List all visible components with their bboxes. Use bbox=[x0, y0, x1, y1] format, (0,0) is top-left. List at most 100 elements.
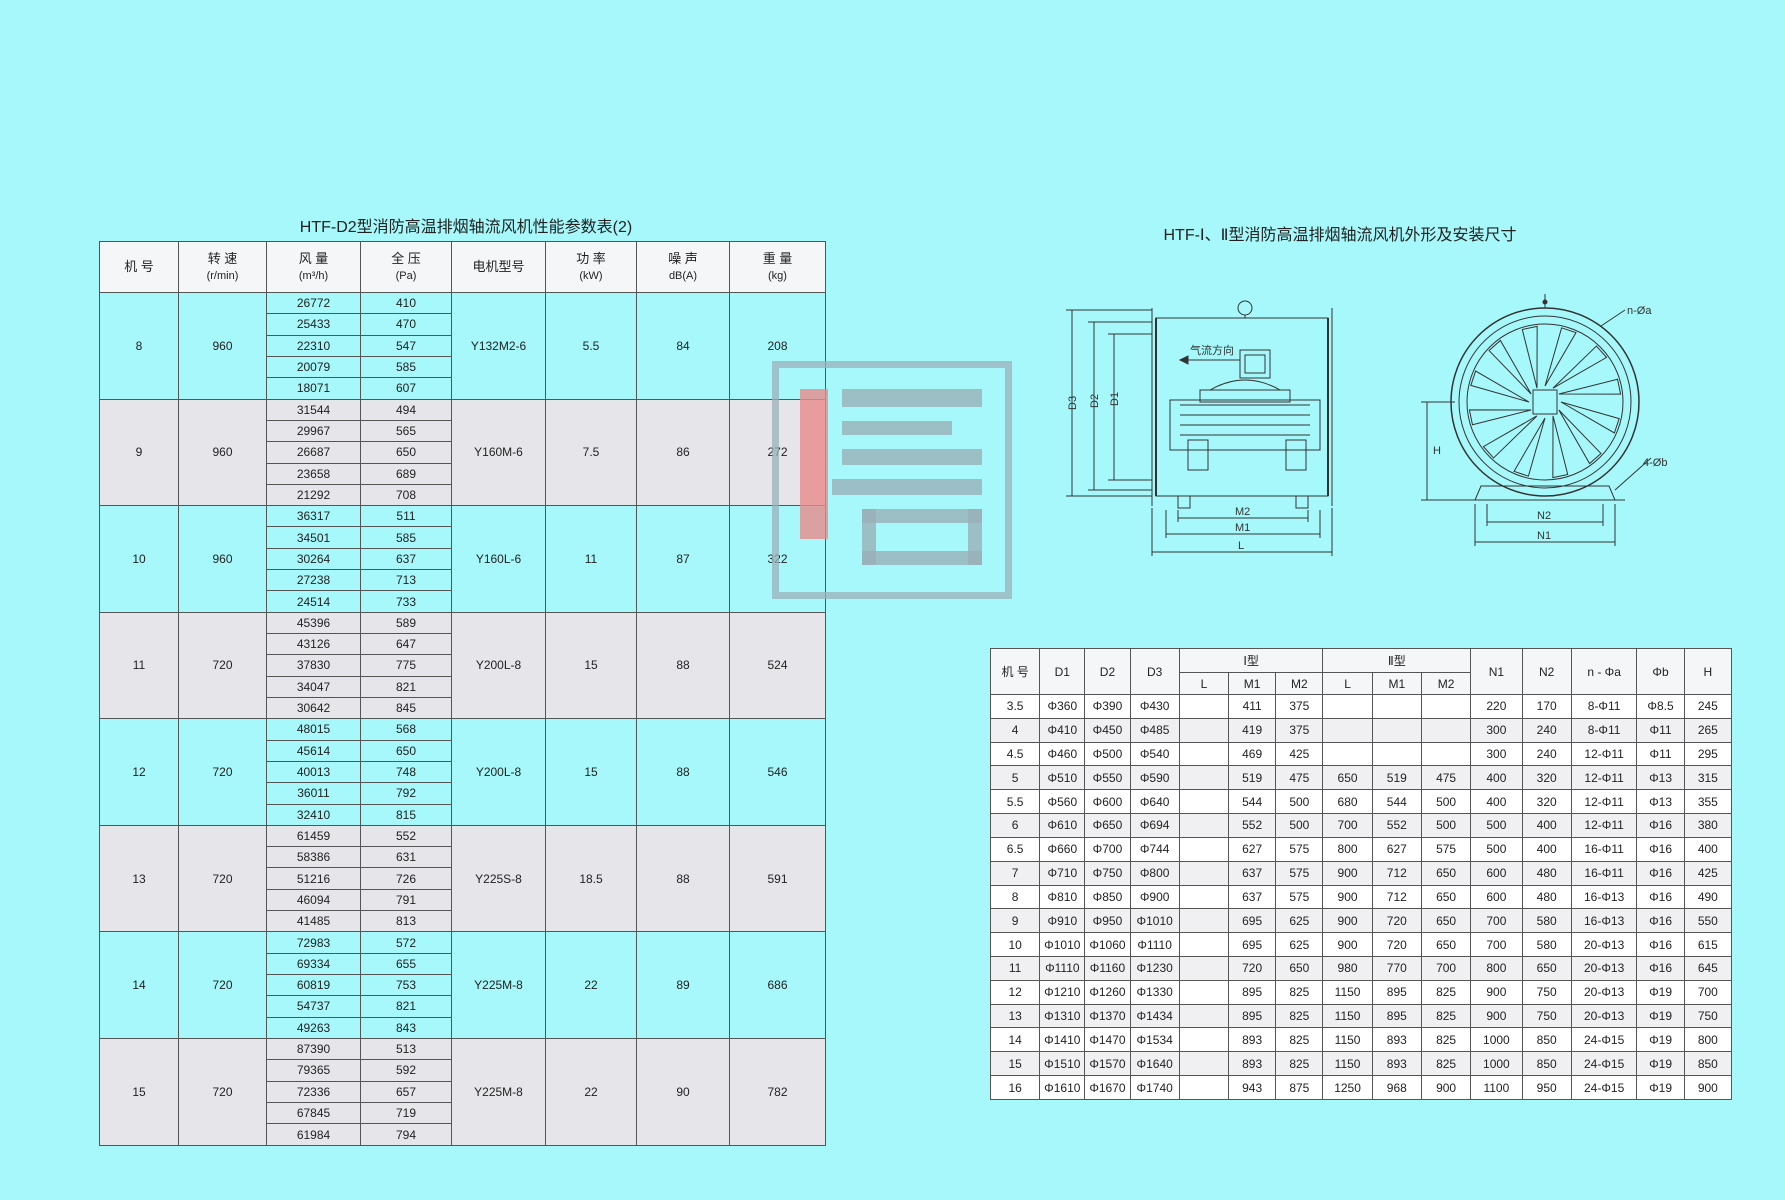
cell-pressure: 513 bbox=[360, 1037, 452, 1061]
cell-airflow: 30264 bbox=[266, 547, 361, 571]
dim-cell-n1: 300 bbox=[1470, 717, 1523, 743]
cell-airflow: 72336 bbox=[266, 1080, 361, 1103]
dim-cell-type1-l bbox=[1178, 955, 1230, 981]
dim-cell-d1: Φ660 bbox=[1039, 836, 1086, 862]
dim-cell-h: 490 bbox=[1683, 884, 1733, 910]
dim-cell-phi-b: Φ16 bbox=[1636, 884, 1685, 910]
dim-cell-d3: Φ744 bbox=[1129, 836, 1180, 862]
dim-cell-n-phi-a: 16-Φ11 bbox=[1570, 836, 1638, 862]
dim-cell-type1-l bbox=[1178, 908, 1230, 934]
dim-cell-type1-l bbox=[1178, 1003, 1230, 1029]
cell-pressure: 657 bbox=[360, 1080, 452, 1103]
dim-cell-h: 315 bbox=[1683, 765, 1733, 791]
dim-cell-phi-b: Φ16 bbox=[1636, 813, 1685, 838]
dim-cell-phi-b: Φ13 bbox=[1636, 765, 1685, 791]
dim-cell-n-phi-a: 12-Φ11 bbox=[1570, 789, 1638, 815]
cell-noise: 84 bbox=[636, 292, 730, 400]
cell-power: 18.5 bbox=[545, 824, 637, 933]
cell-airflow: 72983 bbox=[266, 931, 361, 954]
fan-blade bbox=[1488, 339, 1532, 395]
dim-cell-type1-l bbox=[1178, 694, 1230, 719]
dim-cell-phi-b: Φ19 bbox=[1636, 1051, 1685, 1076]
dim-cell-type1-m1: 469 bbox=[1228, 741, 1277, 767]
cell-pressure: 607 bbox=[360, 377, 452, 400]
dim-header-type2-m1: M1 bbox=[1371, 672, 1422, 695]
header-airflow: 风 量(m³/h) bbox=[266, 241, 361, 293]
dim-cell-type1-l bbox=[1178, 789, 1230, 815]
dim-cell-type1-m1: 943 bbox=[1228, 1075, 1277, 1100]
cell-airflow: 23658 bbox=[266, 462, 361, 485]
dim-cell-h: 295 bbox=[1683, 741, 1733, 767]
cell-pressure: 843 bbox=[360, 1016, 452, 1039]
cell-airflow: 60819 bbox=[266, 973, 361, 997]
dim-cell-n-phi-a: 16-Φ11 bbox=[1570, 860, 1638, 886]
dim-cell-type2-m2: 475 bbox=[1420, 765, 1472, 791]
dim-cell-type2-l: 900 bbox=[1322, 884, 1373, 910]
fan-blade bbox=[1470, 370, 1530, 403]
cell-speed: 720 bbox=[178, 824, 267, 933]
dim-cell-n2: 750 bbox=[1521, 1003, 1572, 1029]
cell-speed: 960 bbox=[178, 505, 267, 613]
dim-cell-type2-l: 1150 bbox=[1322, 1051, 1373, 1076]
cell-power: 11 bbox=[545, 505, 637, 613]
dim-cell-d1: Φ910 bbox=[1039, 908, 1086, 934]
dim-cell-d1: Φ1210 bbox=[1039, 979, 1086, 1005]
cell-power: 7.5 bbox=[545, 398, 637, 507]
dim-cell-type2-l: 1150 bbox=[1322, 979, 1373, 1005]
cell-pressure: 631 bbox=[360, 846, 452, 869]
dim-cell-d2: Φ750 bbox=[1084, 860, 1131, 886]
cell-airflow: 29967 bbox=[266, 419, 361, 443]
dim-cell-type1-m2: 825 bbox=[1275, 1003, 1324, 1029]
dim-cell-type1-m2: 825 bbox=[1275, 979, 1324, 1005]
dim-cell-type2-m2: 650 bbox=[1420, 908, 1472, 934]
dim-cell-d1: Φ810 bbox=[1039, 884, 1086, 910]
dim-header-d3: D3 bbox=[1129, 648, 1180, 695]
dim-cell-type1-m1: 637 bbox=[1228, 860, 1277, 886]
dim-cell-type1-l bbox=[1178, 741, 1230, 767]
dim-cell-n2: 480 bbox=[1521, 884, 1572, 910]
dim-cell-type1-m2: 825 bbox=[1275, 1051, 1324, 1076]
dim-cell-type1-m1: 695 bbox=[1228, 908, 1277, 934]
header-weight: 重 量(kg) bbox=[729, 241, 826, 293]
dim-cell-type2-m1: 895 bbox=[1371, 979, 1422, 1005]
dim-cell-d3: Φ800 bbox=[1129, 860, 1180, 886]
dim-cell-model-no: 6 bbox=[989, 813, 1041, 838]
dim-cell-type2-m2: 500 bbox=[1420, 789, 1472, 815]
dim-cell-d1: Φ610 bbox=[1039, 813, 1086, 838]
dim-cell-type2-m2: 825 bbox=[1420, 1051, 1472, 1076]
cell-airflow: 27238 bbox=[266, 569, 361, 592]
fan-blade bbox=[1552, 415, 1569, 479]
dim-cell-type2-l: 1150 bbox=[1322, 1027, 1373, 1053]
dim-cell-h: 850 bbox=[1683, 1051, 1733, 1076]
dim-cell-n2: 950 bbox=[1521, 1075, 1572, 1100]
dim-cell-type1-m2: 425 bbox=[1275, 741, 1324, 767]
dim-cell-type2-m2: 825 bbox=[1420, 979, 1472, 1005]
cell-model-no: 11 bbox=[99, 611, 179, 720]
dim-cell-phi-b: Φ19 bbox=[1636, 1027, 1685, 1053]
cell-airflow: 25433 bbox=[266, 313, 361, 336]
dim-cell-type2-m2: 900 bbox=[1420, 1075, 1472, 1100]
cell-noise: 88 bbox=[636, 611, 730, 720]
cell-pressure: 565 bbox=[360, 419, 452, 443]
cell-airflow: 34501 bbox=[266, 526, 361, 549]
cell-model-no: 14 bbox=[99, 931, 179, 1039]
cell-airflow: 69334 bbox=[266, 952, 361, 976]
dim-cell-type1-m1: 552 bbox=[1228, 813, 1277, 838]
dim-cell-type1-m1: 893 bbox=[1228, 1051, 1277, 1076]
dim-cell-type2-l bbox=[1322, 741, 1373, 767]
dim-cell-type1-m1: 695 bbox=[1228, 932, 1277, 957]
dim-cell-d1: Φ1110 bbox=[1039, 955, 1086, 981]
dim-cell-d2: Φ1160 bbox=[1084, 955, 1131, 981]
